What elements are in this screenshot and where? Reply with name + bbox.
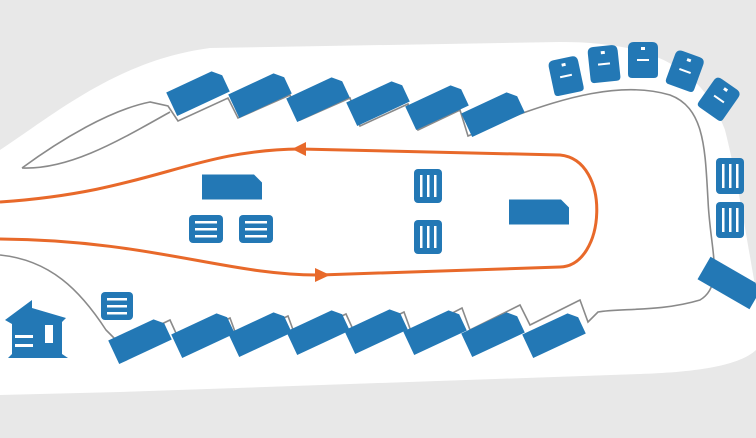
- storage-rack-icon: [414, 169, 442, 203]
- storage-rack-icon: [716, 202, 744, 238]
- parked-vehicle-icon: [461, 92, 525, 138]
- parked-vehicle-icon: [171, 313, 235, 359]
- house-icon: [5, 300, 68, 358]
- parked-vehicle-icon: [228, 73, 292, 119]
- storage-rack-icon: [414, 220, 442, 254]
- parked-vehicle-icon: [697, 256, 756, 310]
- parked-vehicle-icon: [108, 319, 172, 365]
- parked-vehicle-icon: [522, 313, 586, 359]
- parking-tag-icon: [697, 77, 740, 121]
- parked-vehicle-icon: [405, 85, 469, 131]
- parking-tag-icon: [628, 42, 658, 78]
- parked-vehicle-icon: [286, 77, 350, 123]
- parked-vehicle-icon: [166, 71, 230, 117]
- storage-cabinet-icon: [101, 292, 133, 320]
- parked-vehicle-icon: [346, 81, 410, 127]
- parked-vehicle-icon: [344, 309, 408, 355]
- storage-cabinet-icon: [189, 215, 223, 243]
- direction-arrow-icon: [315, 268, 330, 282]
- parked-vehicle-icon: [202, 174, 262, 200]
- parked-vehicle-icon: [286, 310, 350, 356]
- parking-tag-icon: [587, 45, 621, 84]
- road-inner-edge: [21, 111, 171, 169]
- parked-vehicle-icon: [403, 310, 467, 356]
- storage-rack-icon: [716, 158, 744, 194]
- parking-tag-icon: [548, 56, 584, 97]
- storage-cabinet-icon: [239, 215, 273, 243]
- parking-tag-icon: [665, 50, 704, 93]
- parked-vehicle-icon: [509, 199, 569, 225]
- parked-vehicle-icon: [228, 312, 292, 358]
- direction-arrow-icon: [292, 142, 306, 156]
- parked-vehicle-icon: [461, 312, 525, 358]
- route-loop: [0, 147, 599, 277]
